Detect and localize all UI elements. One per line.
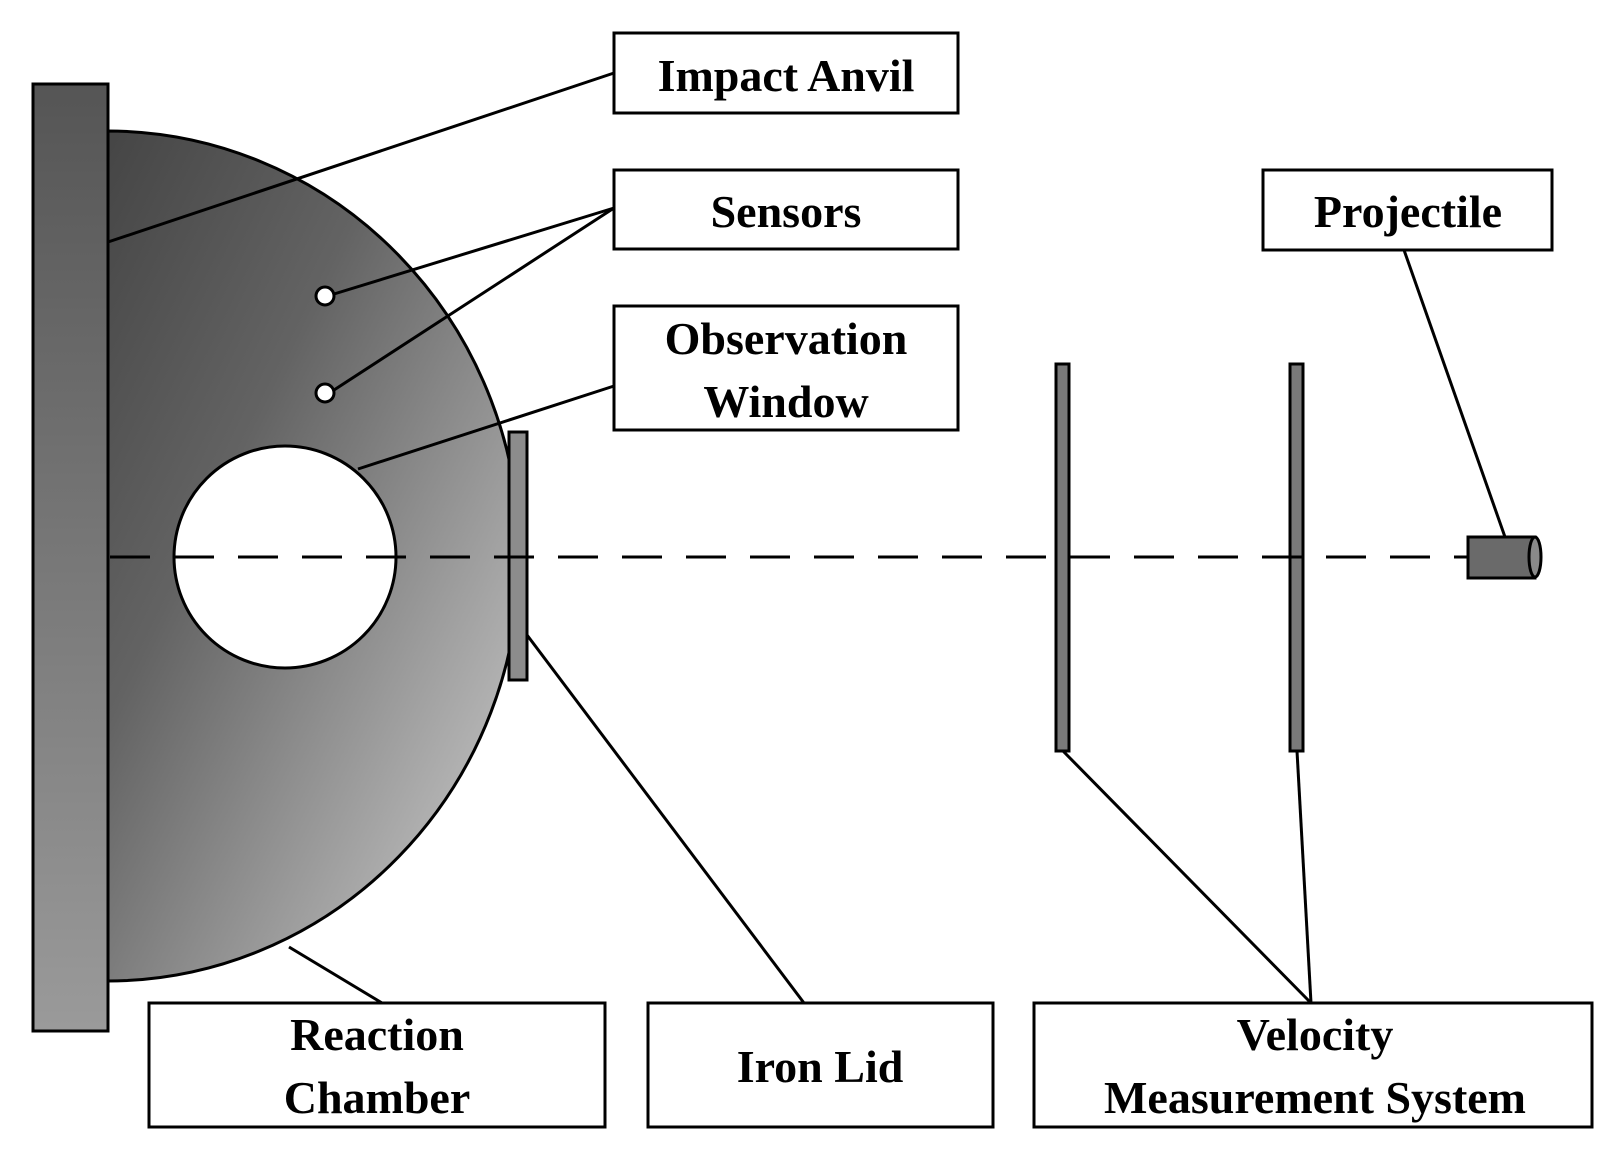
leader-reaction-chamber [288,945,383,1005]
svg-text:Projectile: Projectile [1314,186,1502,237]
label-reaction-chamber: Reaction Chamber [147,1001,607,1129]
leader-velocity-plate-2 [1295,750,1313,1004]
label-projectile: Projectile [1261,168,1554,252]
leader-observation-window [357,384,615,471]
leader-iron-lid [525,634,806,1004]
label-iron-lid: Iron Lid [646,1001,995,1129]
leader-velocity-plate-1 [1061,749,1313,1005]
impact-anvil-shape [31,82,110,1033]
sensor-dot-lower [314,382,336,404]
label-impact-anvil: Impact Anvil [612,31,960,115]
label-observation-window: Observation Window [612,304,960,432]
leader-impact-anvil [107,71,615,244]
svg-text:Velocity: Velocity [1237,1009,1394,1060]
label-velocity-measurement-system: Velocity Measurement System [1032,1001,1594,1129]
svg-text:Measurement System: Measurement System [1104,1072,1526,1123]
svg-text:Sensors: Sensors [711,186,862,237]
sensor-dot-upper [314,285,336,307]
leader-sensor-upper [333,206,615,296]
leader-projectile [1402,249,1507,538]
velocity-plate-1 [1054,362,1071,753]
svg-text:Iron Lid: Iron Lid [737,1041,904,1092]
svg-text:Observation: Observation [665,313,908,364]
svg-text:Impact Anvil: Impact Anvil [658,50,915,101]
projectile-shape [1466,535,1543,580]
svg-text:Window: Window [703,376,868,427]
leader-sensor-lower [333,206,615,392]
label-sensors: Sensors [612,168,960,251]
svg-text:Chamber: Chamber [284,1072,471,1123]
svg-text:Reaction: Reaction [290,1009,464,1060]
